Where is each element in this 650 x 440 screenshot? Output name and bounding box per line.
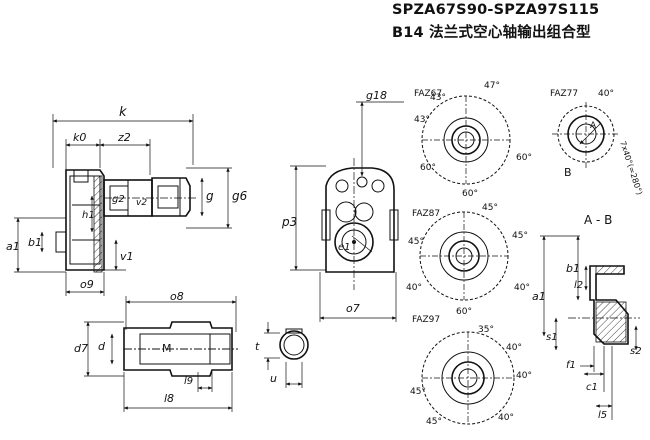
sec-c1: c1	[586, 382, 598, 393]
faz97-angle-2: 40°	[506, 343, 522, 353]
front-view: g18 e1 p3 o7	[281, 89, 404, 322]
dim-v1: v1	[120, 250, 134, 263]
faz97-angle-6: 40°	[498, 413, 514, 423]
faz87-angle-5: 40°	[514, 283, 530, 293]
sec-s1: s1	[546, 332, 558, 343]
dim-e1: e1	[338, 242, 351, 253]
faz77-angle-280: 7x40°(=280°)	[618, 140, 644, 196]
faz67-angle-3: 43°	[430, 93, 446, 103]
faz97-angle-1: 35°	[478, 325, 494, 335]
faz67-angle-5: 60°	[516, 153, 532, 163]
flange-faz67-name: FAZ67	[414, 89, 442, 99]
dim-g18: g18	[366, 89, 387, 102]
dim-g2: g2	[112, 194, 125, 205]
faz77-label-A: A	[590, 121, 597, 131]
sec-l5: l5	[598, 410, 607, 421]
dim-a1: a1	[6, 240, 20, 253]
flange-faz97-name: FAZ97	[412, 315, 440, 325]
dim-o8: o8	[170, 290, 184, 303]
drawing-title-model: SPZA67S90-SPZA97S115	[392, 2, 600, 18]
label-M: M	[162, 342, 172, 355]
flange-faz87-name: FAZ87	[412, 209, 440, 219]
faz97-angle-4: 45°	[410, 387, 426, 397]
faz87-angle-6: 60°	[456, 307, 472, 317]
faz67-angle-2: 43°	[414, 115, 430, 125]
dim-o7: o7	[346, 302, 360, 315]
dim-b1: b1	[28, 236, 42, 249]
dim-t: t	[255, 340, 260, 353]
dim-g6: g6	[232, 189, 248, 203]
faz87-angle-4: 40°	[406, 283, 422, 293]
dim-p3: p3	[281, 215, 297, 229]
faz87-angle-1: 45°	[482, 203, 498, 213]
faz67-angle-6: 60°	[462, 189, 478, 199]
sec-a1: a1	[532, 290, 546, 303]
faz77-label-B: B	[564, 166, 572, 179]
sec-l2: l2	[574, 280, 583, 291]
faz87-angle-2: 45°	[408, 237, 424, 247]
flange-faz87: FAZ87 45° 45° 45° 40° 40° 60°	[406, 203, 530, 317]
flange-faz67: FAZ67 47° 43° 43° 60° 60° 60°	[414, 81, 532, 199]
faz67-angle-4: 60°	[420, 163, 436, 173]
flange-faz97: FAZ97 35° 40° 40° 45° 45° 40°	[410, 315, 532, 427]
section-a-b: A - B a1 b1 l2 s1 s2 f1 c1 l5	[532, 213, 642, 421]
faz87-angle-3: 45°	[512, 231, 528, 241]
flange-faz77: FAZ77 40° 7x40°(=280°) A B	[550, 89, 644, 196]
dim-o9: o9	[80, 278, 94, 291]
dim-l8: l8	[164, 392, 174, 405]
sec-b1: b1	[566, 262, 580, 275]
sec-f1: f1	[566, 360, 576, 371]
faz77-angle-40: 40°	[598, 89, 614, 99]
faz97-angle-3: 40°	[516, 371, 532, 381]
dim-h1: h1	[82, 210, 95, 221]
dim-g: g	[206, 189, 214, 203]
dim-v2: v2	[136, 198, 147, 208]
flange-faz77-name: FAZ77	[550, 89, 578, 99]
sec-s2: s2	[630, 346, 642, 357]
side-view: k k0 z2 g g6 g2 v2	[6, 105, 248, 296]
dim-l9: l9	[184, 376, 193, 387]
faz67-angle-1: 47°	[484, 81, 500, 91]
drawing-title-description: B14 法兰式空心轴输出组合型	[392, 25, 591, 41]
faz97-angle-5: 45°	[426, 417, 442, 427]
keyway-view: t u	[255, 322, 309, 388]
dim-d7: d7	[74, 342, 88, 355]
dim-z2: z2	[117, 131, 131, 144]
hollow-shaft-view: o8 M d7 d l9 l8	[74, 290, 238, 412]
dim-k0: k0	[73, 131, 86, 144]
section-title: A - B	[584, 213, 612, 227]
dim-u: u	[270, 372, 277, 385]
dim-k: k	[119, 105, 127, 120]
dim-d: d	[98, 340, 106, 353]
